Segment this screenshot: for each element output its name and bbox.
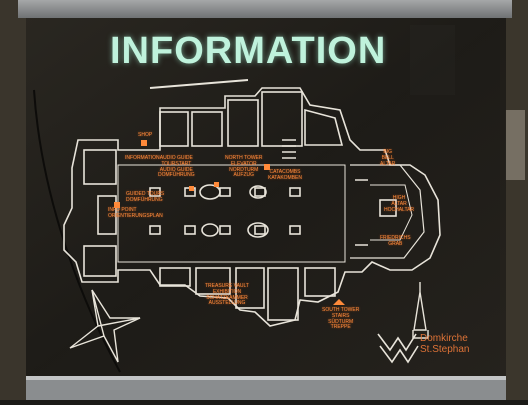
label-guided-tours: GUIDED TOURS DOMFÜHRUNG	[126, 191, 165, 203]
compass-star-icon	[69, 289, 141, 363]
label-audio-guide: AUDIO GUIDE TOURSTART AUDIO GUIDE DOMFÜH…	[158, 155, 195, 179]
label-big-bell: BIG BELL ALTAR	[380, 149, 396, 167]
label-friedrichs-grab: FRIEDRICHS GRAB	[380, 235, 411, 247]
label-info-point: INFO POINT ORIENTIERUNGSPLAN	[108, 207, 163, 219]
orange-markers	[114, 140, 345, 305]
label-north-tower: NORTH TOWER ELEVATOR NORDTURM AUFZUG	[225, 155, 263, 179]
north-tower-spire-icon	[412, 282, 429, 339]
label-shop: SHOP	[138, 132, 153, 138]
label-south-tower: SOUTH TOWER STAIRS SÜDTURM TREPPE	[322, 307, 360, 331]
right-window-glow	[505, 110, 525, 180]
label-information: INFORMATION	[125, 155, 160, 161]
left-pillar	[0, 0, 26, 400]
sign-title: INFORMATION	[110, 30, 387, 72]
label-catacombs: CATACOMBS KATAKOMBEN	[268, 169, 302, 181]
w-logo-icon	[377, 333, 419, 364]
label-high-altar: HIGH ALTAR HOCHALTAR	[384, 195, 415, 213]
top-frame	[18, 0, 512, 18]
glass-panel	[26, 18, 506, 378]
brand-text: Domkirche St.Stephan	[420, 333, 470, 355]
cathedral-floor-plan	[63, 79, 441, 327]
label-treasure-vault: TREASURE VAULT EXHIBITION SCHATZKAMMER A…	[205, 283, 249, 307]
bottom-frame-edge	[26, 376, 506, 380]
cable	[33, 89, 121, 373]
